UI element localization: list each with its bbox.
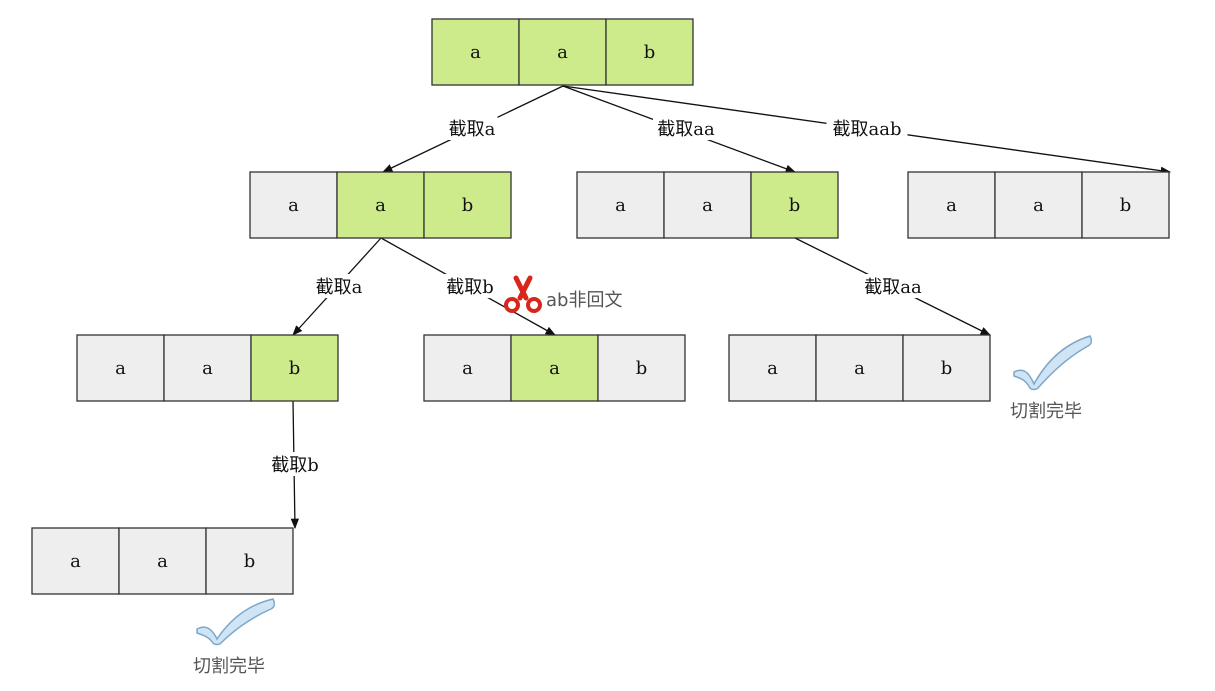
cell-char: b: [1120, 195, 1132, 216]
cell: [576, 171, 665, 239]
cell: [205, 527, 294, 595]
edge-label-bg: [313, 274, 365, 298]
done-note-1: 切割完毕: [1010, 401, 1082, 422]
cell: [431, 18, 520, 86]
cell-char: a: [288, 195, 299, 216]
edge-label-bg: [446, 116, 498, 140]
edge-label: 截取aa: [657, 119, 715, 140]
cell: [249, 171, 338, 239]
edges: 截取a 截取aa 截取aab 截取a 截取b 截取aa 截取b: [269, 85, 1172, 530]
cell-char: a: [702, 195, 713, 216]
edge-label: 截取a: [316, 277, 363, 298]
cell-char: a: [470, 42, 481, 63]
edge-label: 截取b: [271, 455, 319, 476]
cell-char: a: [157, 551, 168, 572]
cell-char: a: [70, 551, 81, 572]
done-note-2: 切割完毕: [193, 656, 265, 677]
edge-label-bg: [269, 452, 321, 476]
cell-char: b: [244, 551, 256, 572]
cell: [902, 334, 991, 402]
cell-char: a: [202, 358, 213, 379]
check-icon: [196, 598, 276, 646]
cell: [336, 171, 425, 239]
cell: [31, 527, 120, 595]
not-palindrome-note: ab非回文: [546, 290, 622, 311]
cell: [728, 334, 817, 402]
cell-char: b: [941, 358, 953, 379]
nodes: a a b a a b a a b a a b a a b a a b a a b a a b: [31, 18, 1170, 595]
edge-label-bg: [826, 116, 908, 140]
cell: [118, 527, 207, 595]
cell-char: a: [854, 358, 865, 379]
cell-char: b: [789, 195, 801, 216]
scissors-icon: [504, 275, 542, 313]
cell: [423, 334, 512, 402]
cell-char: b: [289, 358, 301, 379]
edge-label-bg: [860, 274, 926, 298]
cell-char: a: [115, 358, 126, 379]
cell: [163, 334, 252, 402]
cell: [1081, 171, 1170, 239]
cell: [597, 334, 686, 402]
cell: [907, 171, 996, 239]
cell-char: a: [767, 358, 778, 379]
cell: [815, 334, 904, 402]
cell: [605, 18, 694, 86]
cell-char: a: [462, 358, 473, 379]
check-icon: [1013, 335, 1093, 391]
cell-char: b: [636, 358, 648, 379]
cell-char: b: [462, 195, 474, 216]
edge-label: 截取aa: [864, 277, 922, 298]
cell-char: b: [644, 42, 656, 63]
cell-char: a: [1033, 195, 1044, 216]
edge-label: 截取aab: [833, 119, 902, 140]
cell-char: a: [557, 42, 568, 63]
cell-char: a: [375, 195, 386, 216]
cell: [750, 171, 839, 239]
edge-label-bg: [653, 116, 719, 140]
edge-label: 截取a: [449, 119, 496, 140]
cell-char: a: [946, 195, 957, 216]
cell-char: a: [615, 195, 626, 216]
cell-char: a: [549, 358, 560, 379]
edge-label: 截取b: [446, 277, 494, 298]
cell: [423, 171, 512, 239]
edge-label-bg: [444, 274, 496, 298]
cell: [994, 171, 1083, 239]
cell: [518, 18, 607, 86]
cell: [250, 334, 339, 402]
cell: [510, 334, 599, 402]
